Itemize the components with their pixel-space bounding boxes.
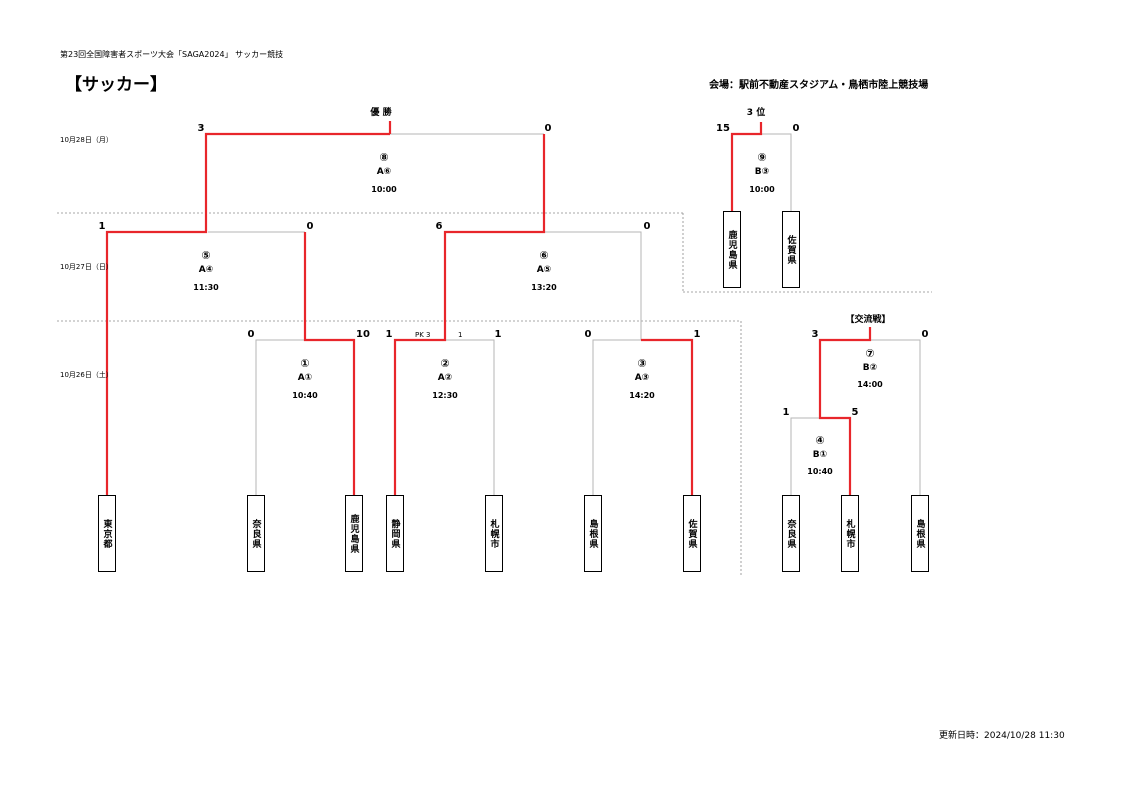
exchange-team-shimane: 島根県 <box>911 495 929 572</box>
m5-right-score: 0 <box>306 221 314 232</box>
venue-label: 会場：駅前不動産スタジアム・鳥栖市陸上競技場 <box>709 80 929 91</box>
third-team-kagoshima: 鹿児島県 <box>723 211 741 288</box>
m9-time: 10:00 <box>749 185 775 194</box>
event-name: 第23回全国障害者スポーツ大会「SAGA2024」 サッカー競技 <box>60 50 284 59</box>
team-nara-name: 奈良県 <box>250 518 261 549</box>
champion-label: 優 勝 <box>370 108 392 118</box>
third-place-label: 3 位 <box>746 108 766 118</box>
date-oct27: 10月27日（日） <box>60 263 113 271</box>
third-team-kagoshima-name: 鹿児島県 <box>726 229 737 270</box>
m2-right-score: 1 <box>494 329 502 340</box>
m4-number: ④ <box>815 434 825 447</box>
team-shizuoka-name: 静岡県 <box>389 518 400 549</box>
m3-number: ③ <box>637 357 647 370</box>
m6-code: A⑤ <box>536 265 552 275</box>
exchange-team-sapporo-name: 札幌市 <box>844 518 855 549</box>
m3-right-score: 1 <box>693 329 701 340</box>
m9-right-score: 0 <box>792 123 800 134</box>
m4-code: B① <box>812 450 828 460</box>
updated-timestamp: 更新日時：2024/10/28 11:30 <box>939 731 1065 741</box>
m1-right-score: 10 <box>356 329 370 340</box>
winning-lines <box>105 121 872 495</box>
exchange-match-label: 【交流戦】 <box>845 315 891 325</box>
m4-right-score: 5 <box>851 407 859 418</box>
team-shizuoka: 静岡県 <box>386 495 404 572</box>
m7-left-score: 3 <box>811 329 819 340</box>
team-tokyo-name: 東京都 <box>101 518 112 549</box>
m6-left-score: 6 <box>435 221 443 232</box>
team-shimane-name: 島根県 <box>587 518 598 549</box>
m8-right-score: 0 <box>544 123 552 134</box>
m6-time: 13:20 <box>531 283 557 292</box>
team-nara: 奈良県 <box>247 495 265 572</box>
m8-code: A⑥ <box>376 167 392 177</box>
m2-left-score: 1 <box>385 329 393 340</box>
m5-time: 11:30 <box>193 283 219 292</box>
m8-left-score: 3 <box>197 123 205 134</box>
m9-number: ⑨ <box>757 151 767 164</box>
team-saga: 佐賀県 <box>683 495 701 572</box>
team-saga-name: 佐賀県 <box>686 518 697 549</box>
team-sapporo-name: 札幌市 <box>488 518 499 549</box>
third-team-saga: 佐賀県 <box>782 211 800 288</box>
team-kagoshima: 鹿児島県 <box>345 495 363 572</box>
date-oct28: 10月28日（月） <box>60 136 113 144</box>
m4-time: 10:40 <box>807 467 833 476</box>
m9-code: B③ <box>754 167 770 177</box>
round-dividers <box>57 212 932 576</box>
m1-left-score: 0 <box>247 329 255 340</box>
m2-code: A② <box>437 373 453 383</box>
m8-number: ⑧ <box>379 151 389 164</box>
team-kagoshima-name: 鹿児島県 <box>348 513 359 554</box>
m6-number: ⑥ <box>539 249 549 262</box>
m5-left-score: 1 <box>98 221 106 232</box>
page-title: 【サッカー】 <box>65 75 167 95</box>
m3-left-score: 0 <box>584 329 592 340</box>
m7-time: 14:00 <box>857 380 883 389</box>
m2-number: ② <box>440 357 450 370</box>
third-team-saga-name: 佐賀県 <box>785 234 796 265</box>
m7-code: B② <box>862 363 878 373</box>
m7-number: ⑦ <box>865 347 875 360</box>
m8-time: 10:00 <box>371 185 397 194</box>
m9-left-score: 15 <box>716 123 730 134</box>
exchange-team-shimane-name: 島根県 <box>914 518 925 549</box>
m5-code: A④ <box>198 265 214 275</box>
m7-right-score: 0 <box>921 329 929 340</box>
m5-number: ⑤ <box>201 249 211 262</box>
losing-lines <box>208 133 921 495</box>
team-sapporo: 札幌市 <box>485 495 503 572</box>
m2-pk-left: PK 3 <box>415 331 431 339</box>
m6-right-score: 0 <box>643 221 651 232</box>
team-tokyo: 東京都 <box>98 495 116 572</box>
exchange-team-nara-name: 奈良県 <box>785 518 796 549</box>
m1-time: 10:40 <box>292 391 318 400</box>
m4-left-score: 1 <box>782 407 790 418</box>
m1-number: ① <box>300 357 310 370</box>
exchange-team-nara: 奈良県 <box>782 495 800 572</box>
m2-time: 12:30 <box>432 391 458 400</box>
exchange-team-sapporo: 札幌市 <box>841 495 859 572</box>
m3-code: A③ <box>634 373 650 383</box>
team-shimane: 島根県 <box>584 495 602 572</box>
m1-code: A① <box>297 373 313 383</box>
date-oct26: 10月26日（土） <box>60 371 113 379</box>
m2-pk-right: 1 <box>458 331 463 339</box>
m3-time: 14:20 <box>629 391 655 400</box>
